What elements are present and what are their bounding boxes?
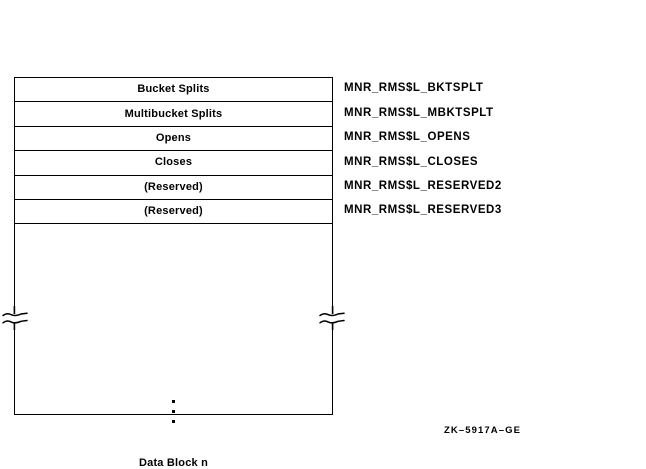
- figure-id: ZK–5917A–GE: [444, 425, 522, 436]
- field-row: Opens: [15, 127, 332, 152]
- field-label: Multibucket Splits: [124, 107, 223, 120]
- data-block-structure-box: Bucket Splits Multibucket Splits Opens C…: [14, 77, 333, 469]
- data-block-region: Data Block n: [15, 224, 332, 469]
- field-label: Opens: [155, 131, 192, 144]
- symbol-name: MNR_RMS$L_MBKTSPLT: [344, 106, 494, 119]
- data-block-label: Data Block n: [138, 457, 209, 469]
- break-squiggle-right-icon: [317, 306, 347, 330]
- field-label: Closes: [154, 156, 193, 169]
- field-row: (Reserved): [15, 200, 332, 225]
- symbol-name: MNR_RMS$L_CLOSES: [344, 155, 479, 168]
- field-row: Closes: [15, 151, 332, 176]
- symbol-name-list: MNR_RMS$L_BKTSPLT MNR_RMS$L_MBKTSPLT MNR…: [344, 77, 634, 223]
- symbol-name: MNR_RMS$L_RESERVED3: [344, 204, 502, 217]
- field-row: Multibucket Splits: [15, 102, 332, 127]
- field-label: Bucket Splits: [137, 83, 210, 96]
- field-label: (Reserved): [144, 180, 203, 193]
- symbol-name: MNR_RMS$L_RESERVED2: [344, 180, 502, 192]
- break-squiggle-left-icon: [1, 306, 31, 330]
- field-row: Bucket Splits: [15, 78, 332, 103]
- field-row: (Reserved): [15, 176, 332, 200]
- structure-diagram: Bucket Splits Multibucket Splits Opens C…: [1, 77, 634, 469]
- field-label: (Reserved): [144, 205, 203, 218]
- vertical-ellipsis-icon: [15, 400, 332, 424]
- symbol-name: MNR_RMS$L_BKTSPLT: [344, 82, 484, 95]
- symbol-name: MNR_RMS$L_OPENS: [344, 131, 471, 144]
